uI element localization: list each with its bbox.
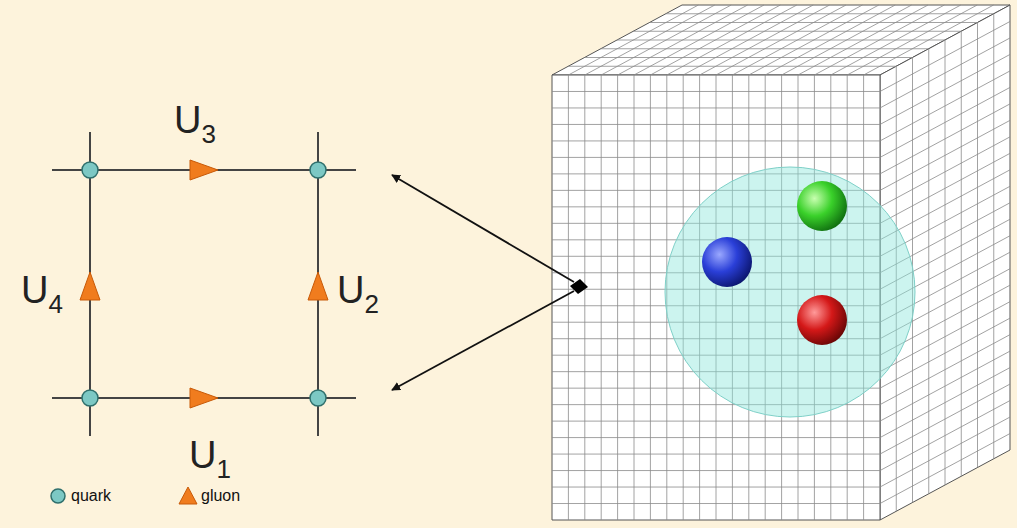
legend-symbol [51, 489, 65, 503]
legend-text: quark [71, 488, 111, 504]
plaquette-lines [52, 132, 356, 436]
red-quark [797, 295, 847, 345]
link-label: U2 [337, 271, 379, 309]
nucleon-sphere [665, 167, 915, 417]
gluon-links [80, 160, 328, 408]
zoom-arrows [392, 175, 574, 390]
legend-text: gluon [201, 488, 240, 504]
quark-sites [82, 162, 326, 406]
link-label: U4 [21, 271, 63, 309]
link-label: U3 [174, 101, 216, 139]
blue-quark [702, 237, 752, 287]
green-quark [797, 181, 847, 231]
link-label: U1 [189, 436, 231, 474]
legend-symbol [179, 487, 197, 504]
lattice-cube [552, 5, 1010, 520]
